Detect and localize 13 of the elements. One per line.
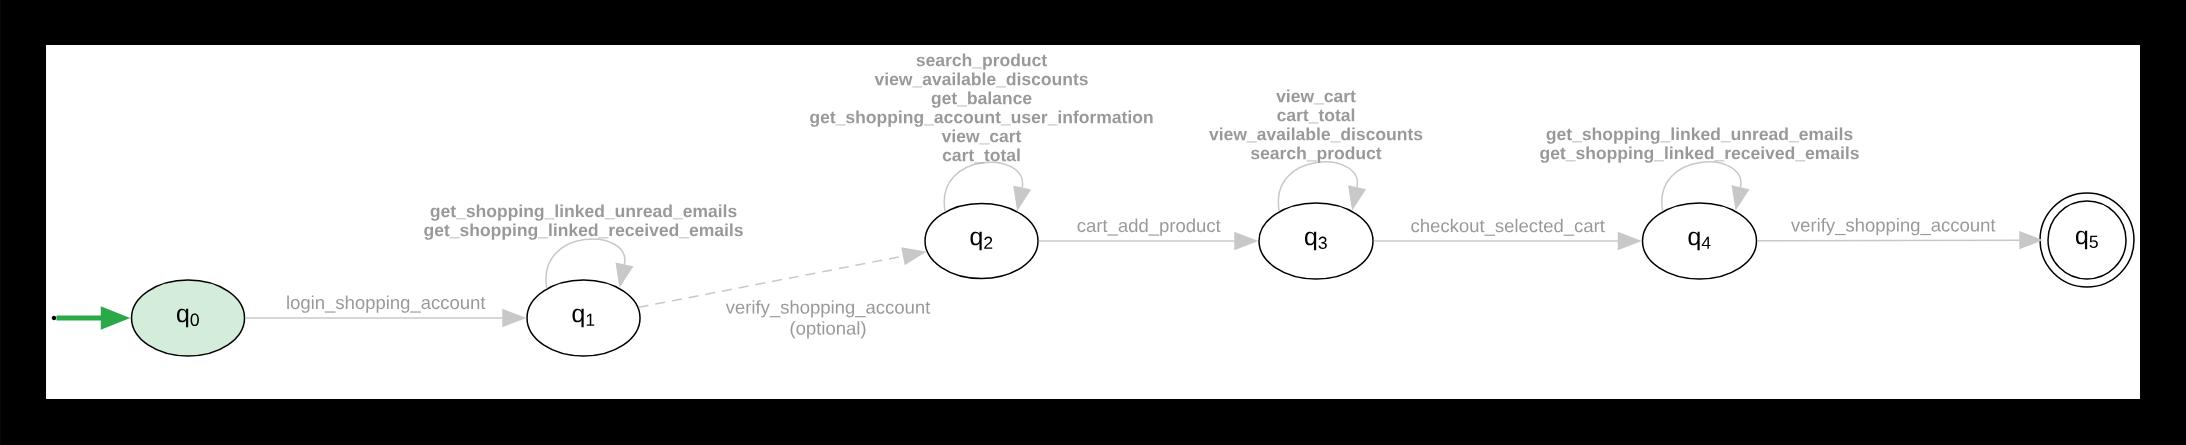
edge-label: view_cart cart_total view_available_discounts search_product <box>1209 89 1423 163</box>
edge-label: verify_shopping_account <box>1791 218 1996 236</box>
edge-label: login_shopping_account <box>287 295 486 313</box>
loop-arrow <box>545 238 634 289</box>
edge-label: search_product view_available_discounts get_balance get_shopping_account_user_information view_cart cart_total <box>810 53 1153 164</box>
edge-label: verify_shopping_account (optional) <box>725 300 931 339</box>
edge-label: checkout_selected_cart <box>1411 218 1605 236</box>
edge-label: get_shopping_linked_unread_emails get_shopping_linked_received_emails <box>1540 127 1859 163</box>
loop-arrow <box>1661 161 1750 212</box>
edge-label: get_shopping_linked_unread_emails get_shopping_linked_received_emails <box>424 204 743 240</box>
loop-arrow <box>943 161 1032 213</box>
loop-arrow <box>1277 161 1367 212</box>
edge-label: cart_add_product <box>1077 218 1221 236</box>
